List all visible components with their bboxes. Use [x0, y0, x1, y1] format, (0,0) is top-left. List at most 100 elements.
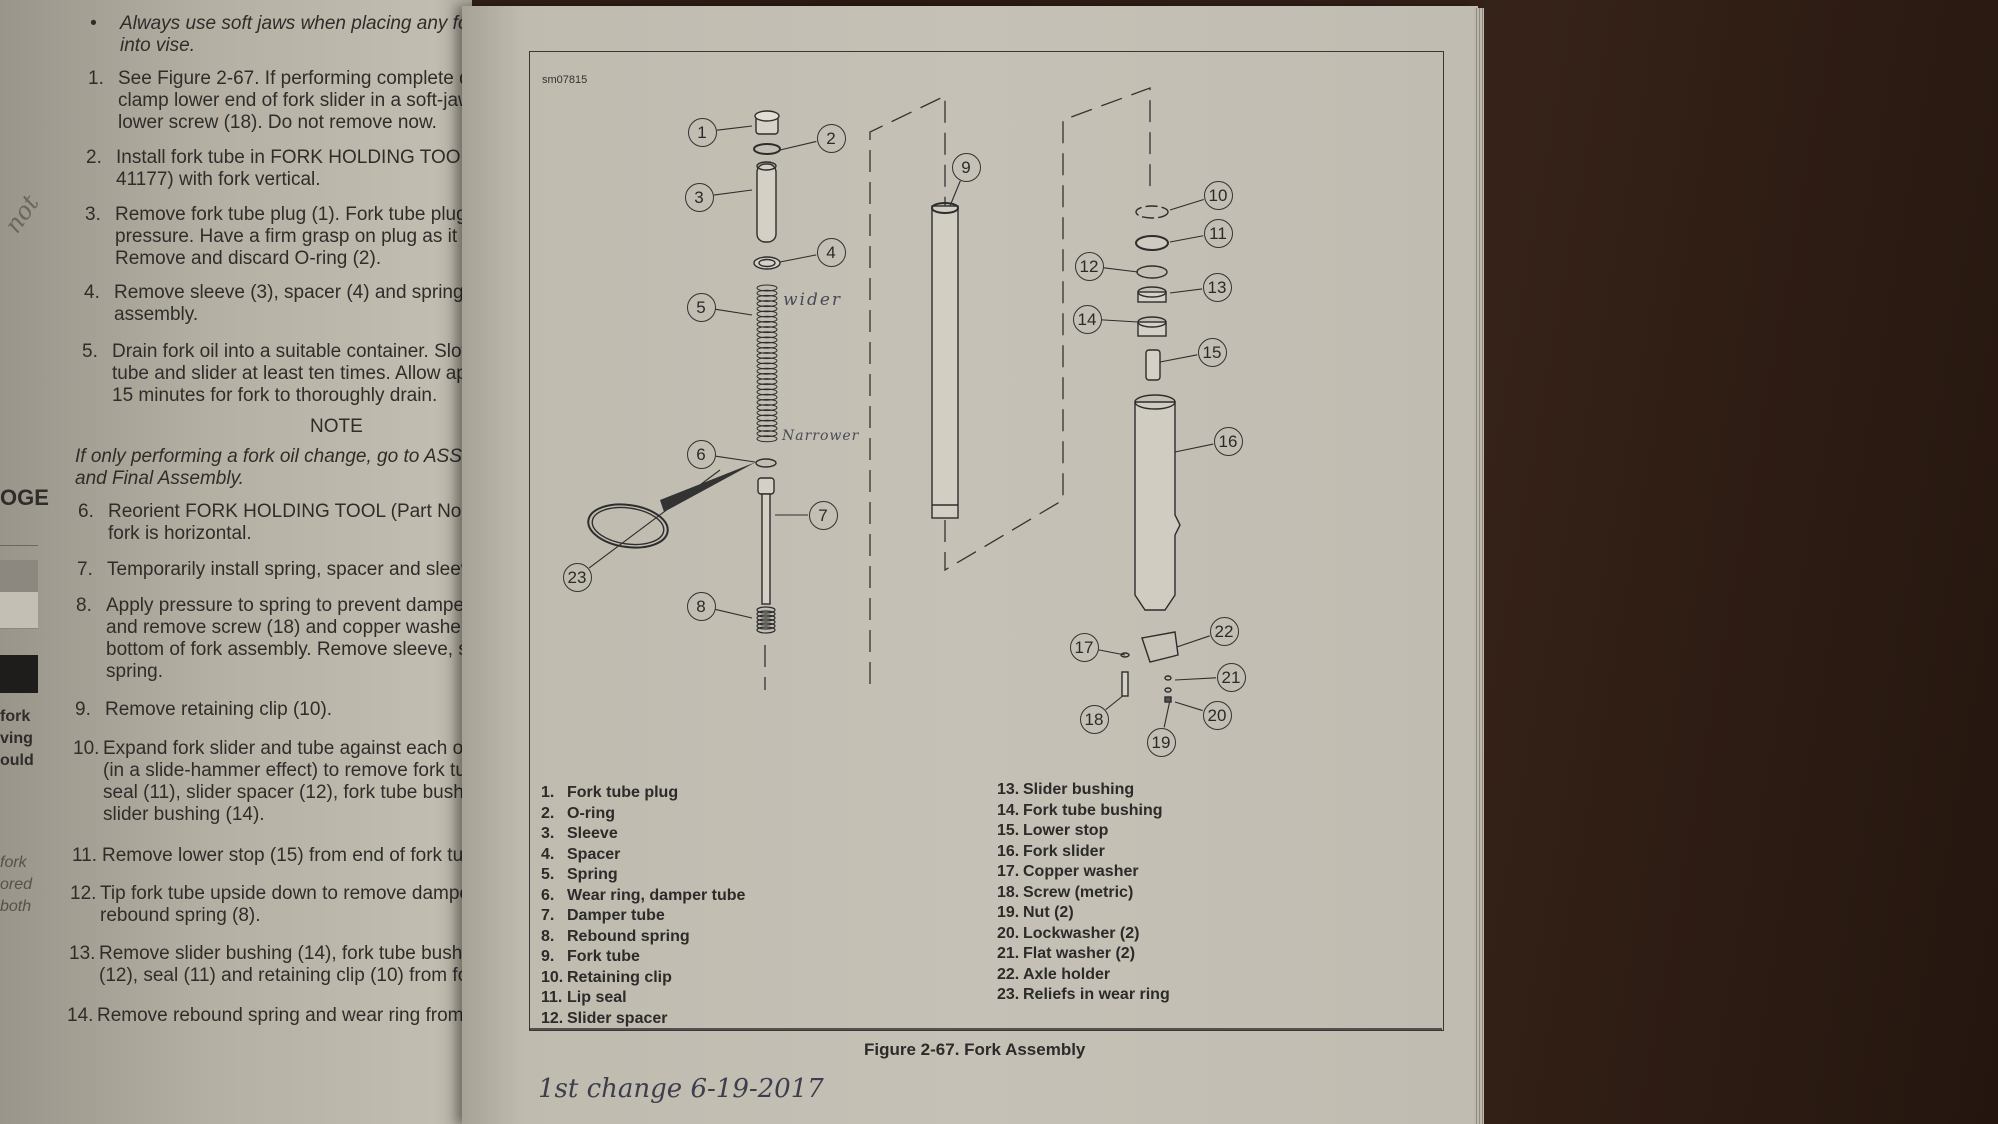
- spring-coil: [756, 409, 778, 417]
- legend-label: Axle holder: [1023, 965, 1111, 983]
- side-word: both: [0, 898, 32, 915]
- legend-label: Nut (2): [1023, 904, 1074, 921]
- legend-item: 18.Screw (metric): [997, 884, 1133, 902]
- step-number: 14.: [67, 1005, 94, 1026]
- spring-coil: [756, 419, 778, 427]
- leader-line-2: [779, 140, 817, 151]
- note-heading: NOTE: [310, 416, 363, 437]
- leader-line-9: [949, 180, 961, 207]
- step-number: 4.: [84, 282, 100, 303]
- legend-number: 11.: [541, 989, 563, 1006]
- callout-14: 14: [1072, 304, 1102, 334]
- copper-washer: [1120, 652, 1130, 658]
- legend-number: 14.: [997, 801, 1020, 819]
- legend-label: Spacer: [567, 845, 621, 863]
- leader-line-13: [1169, 288, 1203, 294]
- legend-label: O-ring: [567, 804, 615, 822]
- callout-6: 6: [686, 439, 716, 469]
- procedure-step: 4.Remove sleeve (3), spacer (4) and spri…: [84, 282, 472, 326]
- spring-coil: [756, 424, 778, 432]
- leader-line-1: [716, 125, 753, 131]
- legend-label: Fork tube: [567, 948, 640, 965]
- leader-line-6: [715, 455, 756, 463]
- step-number: 12.: [70, 883, 97, 904]
- callout-12: 12: [1074, 251, 1104, 281]
- rebound-spring-coil: [756, 610, 776, 618]
- lower-stop: [1145, 349, 1161, 381]
- legend-number: 16.: [997, 842, 1020, 860]
- sleeve-top: [756, 161, 777, 171]
- black-swatch: [0, 655, 38, 693]
- side-word: fork: [0, 854, 27, 871]
- legend-item: 9.Fork tube: [541, 948, 640, 966]
- step-number: 5.: [82, 341, 98, 362]
- legend-label: Sleeve: [567, 825, 618, 842]
- side-heading: OGE: [0, 485, 49, 510]
- spring-coil: [756, 430, 778, 438]
- legend-label: Retaining clip: [567, 968, 672, 986]
- step-line: (12), seal (11) and retaining clip (10) …: [99, 965, 472, 986]
- spring-coil: [756, 367, 778, 375]
- handwritten-wider: wider: [783, 290, 843, 310]
- legend-number: 4.: [541, 845, 555, 863]
- legend-number: 23.: [997, 986, 1020, 1003]
- legend-number: 21.: [997, 945, 1020, 962]
- step-line: Remove fork tube plug (1). Fork tube plu…: [115, 204, 472, 225]
- legend-number: 2.: [541, 804, 555, 822]
- legend-item: 19.Nut (2): [997, 904, 1074, 922]
- rebound-spring-coil: [756, 614, 776, 622]
- leader-line-19: [1163, 699, 1171, 728]
- legend-label: Slider bushing: [1023, 781, 1135, 798]
- spacer-hole: [758, 258, 776, 268]
- fork-tube-bushing-top: [1137, 316, 1167, 328]
- step-line: pressure. Have a firm grasp on plug as i…: [115, 226, 472, 247]
- gray-swatch: [0, 560, 38, 592]
- step-line: Reorient FORK HOLDING TOOL (Part No. HD-…: [108, 501, 472, 522]
- legend-label: Lip seal: [567, 989, 627, 1006]
- spacer: [753, 256, 781, 270]
- legend-item: 15.Lower stop: [997, 822, 1108, 840]
- legend-item: 20.Lockwasher (2): [997, 925, 1139, 943]
- legend-label: Slider spacer: [567, 1009, 668, 1027]
- step-line: 41177) with fork vertical.: [116, 169, 321, 190]
- callout-5: 5: [686, 292, 716, 322]
- step-line: Install fork tube in FORK HOLDING TOOL (…: [116, 147, 472, 168]
- assembly-line-mid: [944, 87, 1151, 572]
- legend-label: Copper washer: [1023, 863, 1139, 880]
- leader-line-15: [1159, 354, 1198, 363]
- legend-item: 16.Fork slider: [997, 843, 1105, 861]
- callout-17: 17: [1069, 632, 1099, 662]
- spring-coil: [756, 300, 778, 308]
- wear-ring-detail-inner: [591, 506, 665, 546]
- legend-number: 1.: [541, 784, 555, 801]
- legend-label: Fork tube plug: [567, 784, 679, 801]
- damper-tube: [761, 493, 771, 605]
- lockwasher: [1164, 687, 1172, 693]
- step-number: 7.: [77, 559, 93, 580]
- spring-coil: [756, 393, 778, 401]
- legend-label: Fork slider: [1023, 842, 1105, 860]
- wear-ring-detail: [587, 503, 669, 549]
- step-line: Tip fork tube upside down to remove damp…: [100, 883, 472, 904]
- spring-coil: [756, 372, 778, 380]
- step-line: Remove and discard O-ring (2).: [115, 248, 382, 269]
- legend-number: 17.: [997, 863, 1020, 880]
- spring-coil: [756, 320, 778, 328]
- step-line: into vise.: [120, 35, 195, 56]
- procedure-step: 14.Remove rebound spring and wear ring f…: [67, 1005, 472, 1027]
- step-line: slider bushing (14).: [103, 804, 265, 825]
- procedure-step: •Always use soft jaws when placing any f…: [90, 13, 472, 57]
- legend-number: 6.: [541, 886, 555, 904]
- lip-seal: [1135, 235, 1169, 251]
- retaining-clip: [1135, 205, 1169, 219]
- legend-label: Wear ring, damper tube: [567, 886, 746, 904]
- figure-caption: Figure 2-67. Fork Assembly: [864, 1040, 1086, 1059]
- side-word: ould: [0, 752, 34, 769]
- callout-2: 2: [816, 123, 846, 153]
- step-number: 3.: [85, 204, 101, 225]
- procedure-step: 3. Remove fork tube plug (1). Fork tube p…: [85, 204, 472, 270]
- spring-coil: [756, 357, 778, 365]
- spring-coil: [756, 331, 778, 339]
- legend-number: 3.: [541, 825, 555, 842]
